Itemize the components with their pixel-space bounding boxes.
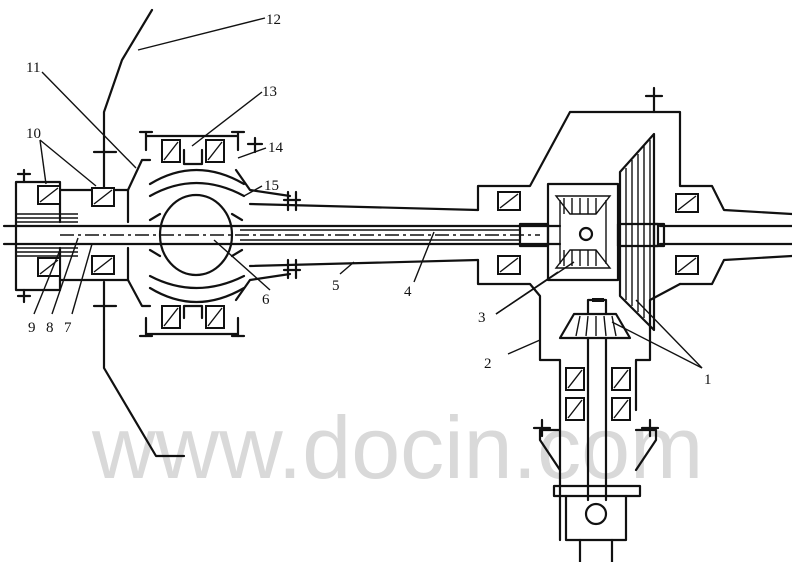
callout-8: 8 [46,320,54,336]
final-drive-housing [476,86,792,542]
callout-1: 1 [704,372,712,388]
callout-6: 6 [262,292,270,308]
watermark-text: www.docin.com [91,398,703,497]
differential-cross-pin [578,226,594,242]
callout-4: 4 [404,284,412,300]
steering-knuckle [92,8,186,458]
cv-joint-housing [138,130,292,338]
crown-wheel-teeth [625,140,651,324]
differential-hatching [563,198,597,266]
hub-plates [16,213,78,257]
leader-lines [33,17,703,369]
drive-pinion [532,298,660,562]
wheel-hub-assembly [14,168,130,304]
callout-5: 5 [332,278,340,294]
half-shaft [240,229,520,241]
callout-7: 7 [64,320,72,336]
callout-labels: 1 2 3 4 5 6 7 8 9 10 11 12 13 14 15 [26,12,712,388]
callout-2: 2 [484,356,492,372]
callout-10: 10 [26,126,41,142]
callout-3: 3 [478,310,486,326]
pinion-teeth [575,315,617,337]
callout-15: 15 [264,178,279,194]
callout-11: 11 [26,60,40,76]
universal-joint-yoke [584,502,608,526]
axle-housing-tube [248,190,480,280]
axle-shafts [2,224,792,246]
callout-12: 12 [266,12,281,28]
crown-wheel [618,132,666,332]
cv-joint-ball [158,193,234,277]
callout-9: 9 [28,320,36,336]
callout-13: 13 [262,84,277,100]
callout-14: 14 [268,140,284,156]
